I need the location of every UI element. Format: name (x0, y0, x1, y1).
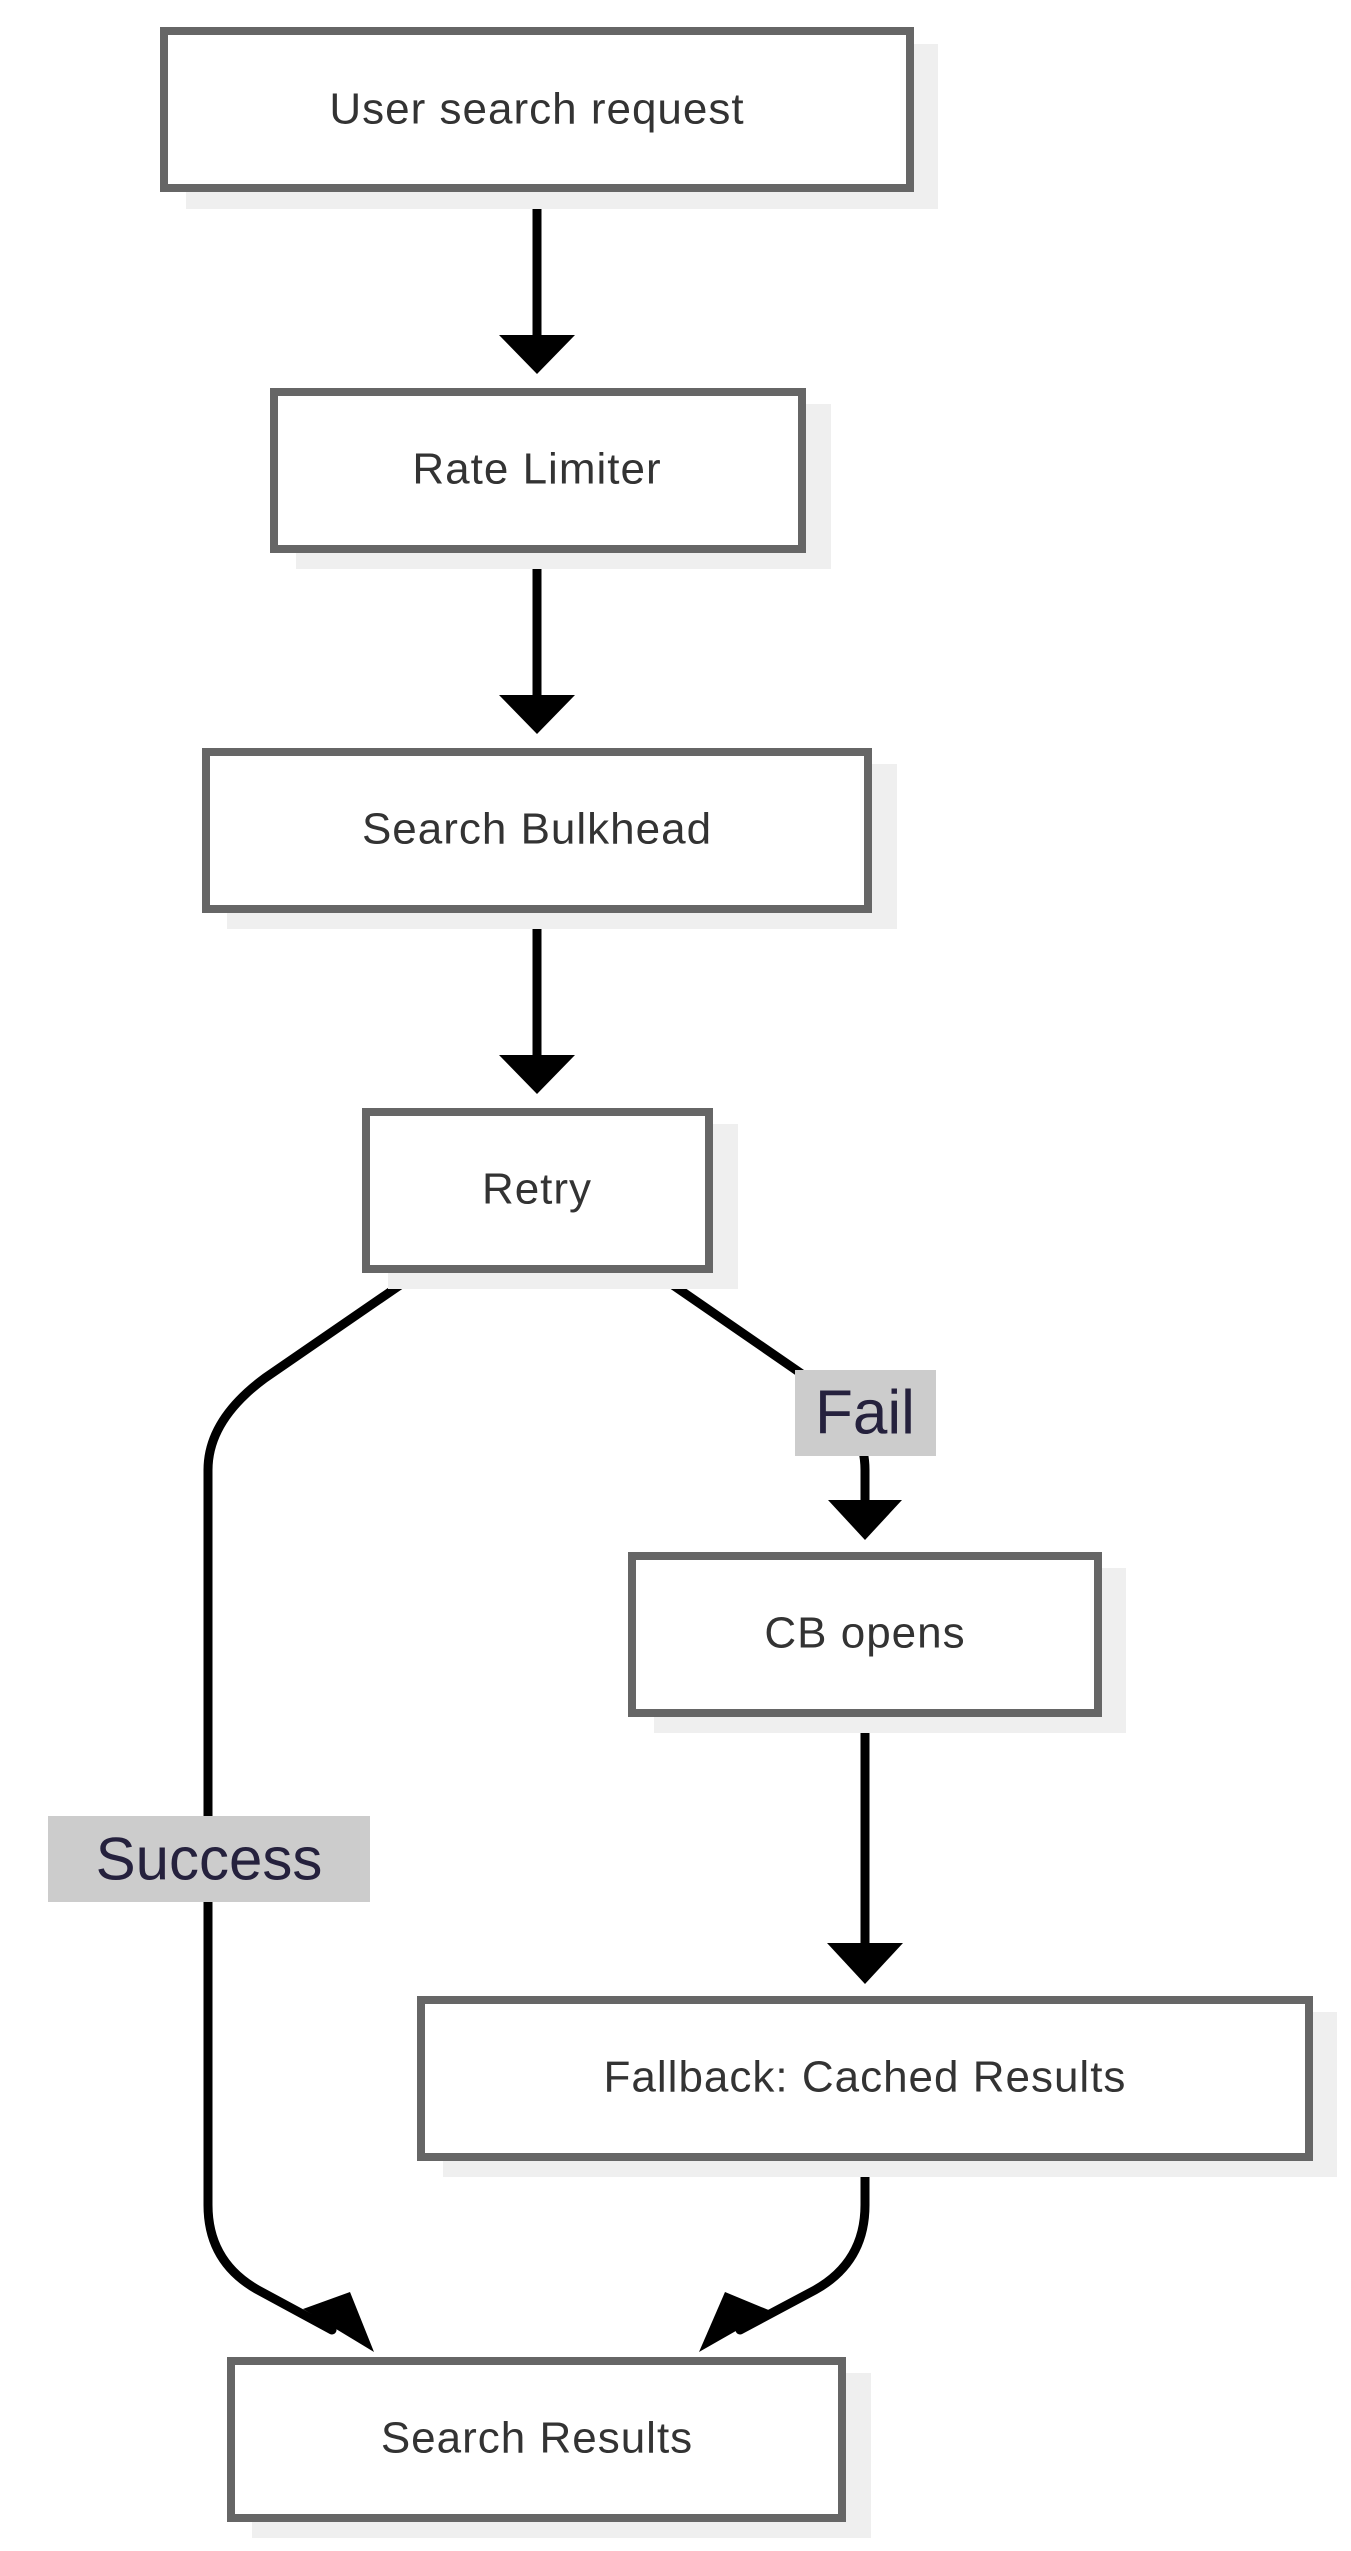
node-box (417, 1996, 1313, 2161)
node-box (227, 2357, 846, 2522)
node-label-cb-opens: CB opens (764, 1609, 965, 1658)
node-label-search-results: Search Results (381, 2414, 693, 2463)
arrowhead-results-left (303, 2292, 374, 2352)
node-retry: Retry (362, 1108, 738, 1289)
node-label-fallback: Fallback: Cached Results (604, 2053, 1127, 2102)
node-box (160, 27, 914, 192)
edge-label-fail: Fail (795, 1370, 936, 1456)
edge-retry-to-results (203, 1267, 424, 2335)
node-label-rate-limiter: Rate Limiter (412, 445, 661, 494)
node-search-results: Search Results (227, 2357, 871, 2538)
arrowhead-bulkhead (499, 695, 575, 734)
node-bulkhead: Search Bulkhead (202, 748, 897, 929)
node-label-bulkhead: Search Bulkhead (362, 805, 712, 854)
node-fallback: Fallback: Cached Results (417, 1996, 1337, 2177)
node-label-user-request: User search request (329, 85, 744, 134)
arrowhead-cb-opens (828, 1500, 902, 1540)
success-label-background (48, 1816, 370, 1902)
node-box (362, 1108, 713, 1273)
node-box (270, 388, 806, 553)
success-label: Success (96, 1826, 323, 1893)
node-rate-limiter: Rate Limiter (270, 388, 831, 569)
edge-fallback-to-results (735, 2155, 870, 2335)
arrowhead-retry (499, 1055, 575, 1094)
node-user-request: User search request (160, 27, 938, 209)
node-cb-opens: CB opens (628, 1552, 1126, 1733)
fail-label: Fail (815, 1379, 915, 1448)
fail-label-background (795, 1370, 936, 1456)
edge-label-success: Success (48, 1816, 370, 1902)
arrowhead-rate-limiter (499, 335, 575, 374)
node-label-retry: Retry (482, 1165, 592, 1214)
arrowhead-results-right (699, 2292, 771, 2352)
node-box (628, 1552, 1102, 1717)
arrowhead-fallback (827, 1943, 903, 1984)
node-box (202, 748, 872, 913)
